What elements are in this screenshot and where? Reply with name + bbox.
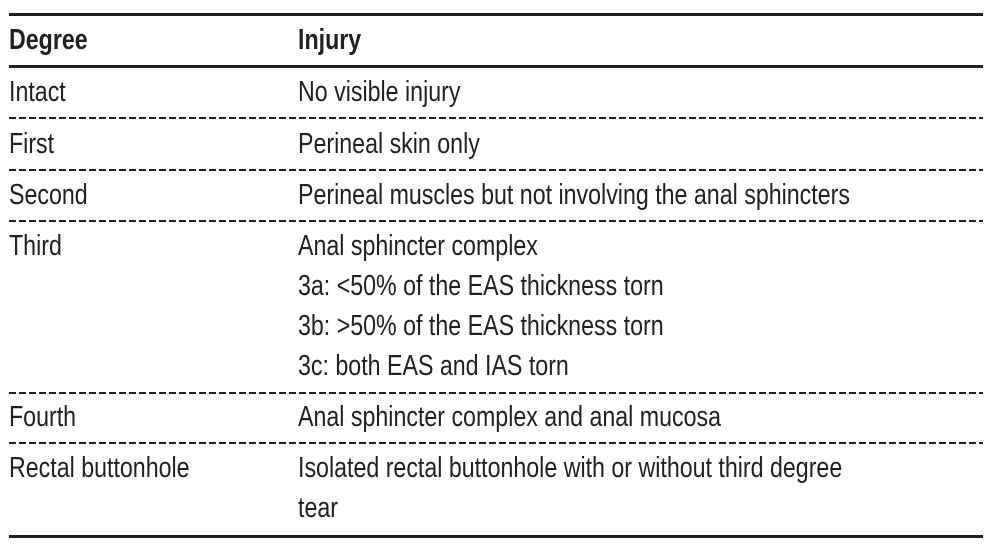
- row-injury: Anal sphincter complex and anal mucosa: [298, 401, 721, 433]
- row-injury: Perineal skin only: [298, 128, 480, 160]
- row-injury: Anal sphincter complex: [298, 230, 538, 262]
- row-injury-subline: 3b: >50% of the EAS thickness torn: [298, 310, 664, 342]
- header-rule: [9, 65, 983, 68]
- row-injury: No visible injury: [298, 76, 461, 108]
- bottom-rule: [9, 535, 983, 538]
- row-divider: [9, 392, 983, 394]
- row-degree: Second: [9, 179, 88, 211]
- row-injury: Perineal muscles but not involving the a…: [298, 179, 850, 211]
- row-injury-subline: 3a: <50% of the EAS thickness torn: [298, 270, 664, 302]
- row-degree: Rectal buttonhole: [9, 452, 190, 484]
- row-divider: [9, 220, 983, 222]
- row-degree: Intact: [9, 76, 66, 108]
- row-divider: [9, 442, 983, 444]
- row-degree: Fourth: [9, 401, 77, 433]
- header-injury: Injury: [298, 24, 362, 56]
- row-divider: [9, 117, 983, 119]
- header-degree: Degree: [9, 24, 88, 56]
- row-injury-subline: tear: [298, 492, 338, 524]
- row-injury-subline: 3c: both EAS and IAS torn: [298, 350, 569, 382]
- row-divider: [9, 169, 983, 171]
- row-degree: Third: [9, 230, 62, 262]
- row-degree: First: [9, 128, 55, 160]
- row-injury: Isolated rectal buttonhole with or witho…: [298, 452, 843, 484]
- top-rule: [9, 13, 983, 16]
